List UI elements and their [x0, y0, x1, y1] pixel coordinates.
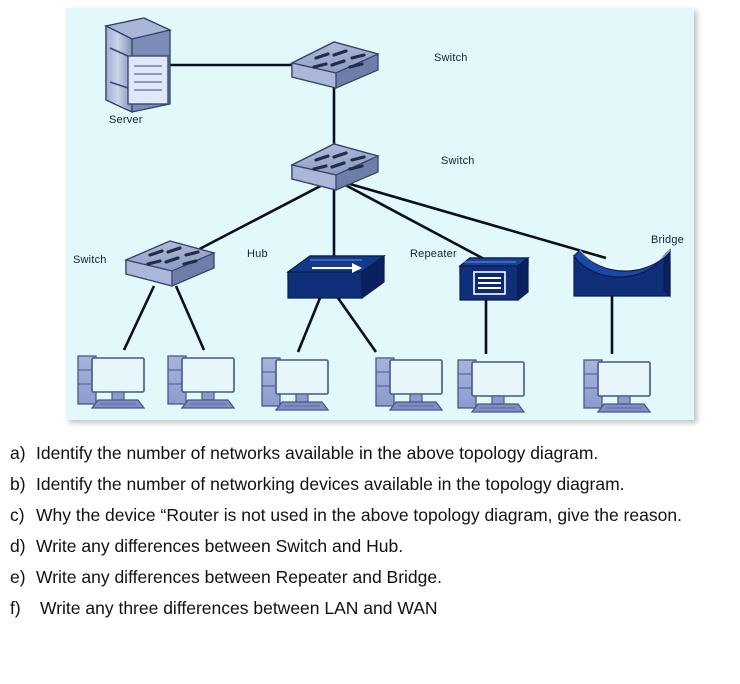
computer-icon: [457, 359, 526, 413]
question-text-c: Why the device “Router is not used in th…: [36, 505, 682, 526]
label-hub: Hub: [247, 248, 268, 260]
label-repeater: Repeater: [410, 248, 457, 260]
label-switch-top: Switch: [434, 52, 468, 64]
question-text-d: Write any differences between Switch and…: [36, 536, 404, 557]
link-switch-left-to-pc1: [122, 285, 156, 351]
computer-icon: [375, 357, 444, 411]
link-switch-core-to-repeater: [335, 178, 487, 262]
question-item-e: e) Write any differences between Repeate…: [10, 564, 732, 591]
hub-icon: [286, 254, 386, 300]
question-marker-a: a): [10, 443, 26, 463]
question-marker-f: f): [10, 598, 21, 619]
label-switch-left: Switch: [73, 254, 107, 266]
question-text-f: Write any three differences between LAN …: [40, 598, 438, 619]
computer-icon: [583, 359, 652, 413]
question-item-a: a) Identify the number of networks avail…: [10, 440, 732, 467]
question-marker-c: c): [10, 505, 25, 526]
link-switch-core-to-bridge: [335, 178, 607, 260]
switch-core-icon: [290, 143, 380, 191]
link-switch-left-to-pc2: [174, 285, 206, 351]
repeater-icon: [458, 256, 530, 302]
question-marker-d: d): [10, 536, 26, 557]
question-text-b: Identify the number of networking device…: [36, 474, 625, 495]
question-marker-e: e): [10, 567, 26, 588]
bridge-icon: [573, 248, 671, 298]
network-topology-diagram: Server Switch Switch Switch Hub Repeater…: [66, 8, 694, 420]
question-item-b: b) Identify the number of networking dev…: [10, 471, 732, 498]
question-text-a: Identify the number of networks availabl…: [36, 443, 599, 463]
label-server: Server: [109, 114, 143, 126]
label-switch-core: Switch: [441, 155, 475, 167]
label-bridge: Bridge: [651, 234, 684, 246]
question-item-d: d) Write any differences between Switch …: [10, 533, 732, 560]
access-link-group: [122, 285, 614, 354]
computer-icon: [77, 355, 146, 409]
link-hub-to-pc4: [336, 297, 378, 353]
link-hub-to-pc3: [296, 297, 322, 353]
question-marker-b: b): [10, 474, 26, 495]
topology-graphic: [77, 17, 671, 413]
server-icon: [104, 17, 172, 114]
switch-top-icon: [290, 41, 380, 89]
switch-left-icon: [123, 240, 216, 287]
question-item-f: f) Write any three differences between L…: [10, 595, 732, 622]
computer-icon: [261, 357, 330, 411]
link-switch-core-to-switch-left: [185, 178, 333, 258]
question-text-e: Write any differences between Repeater a…: [36, 567, 442, 588]
question-list: a) Identify the number of networks avail…: [0, 440, 740, 627]
computer-icon: [167, 355, 236, 409]
link-group: [170, 63, 607, 262]
question-item-c: c) Why the device “Router is not used in…: [10, 502, 732, 529]
